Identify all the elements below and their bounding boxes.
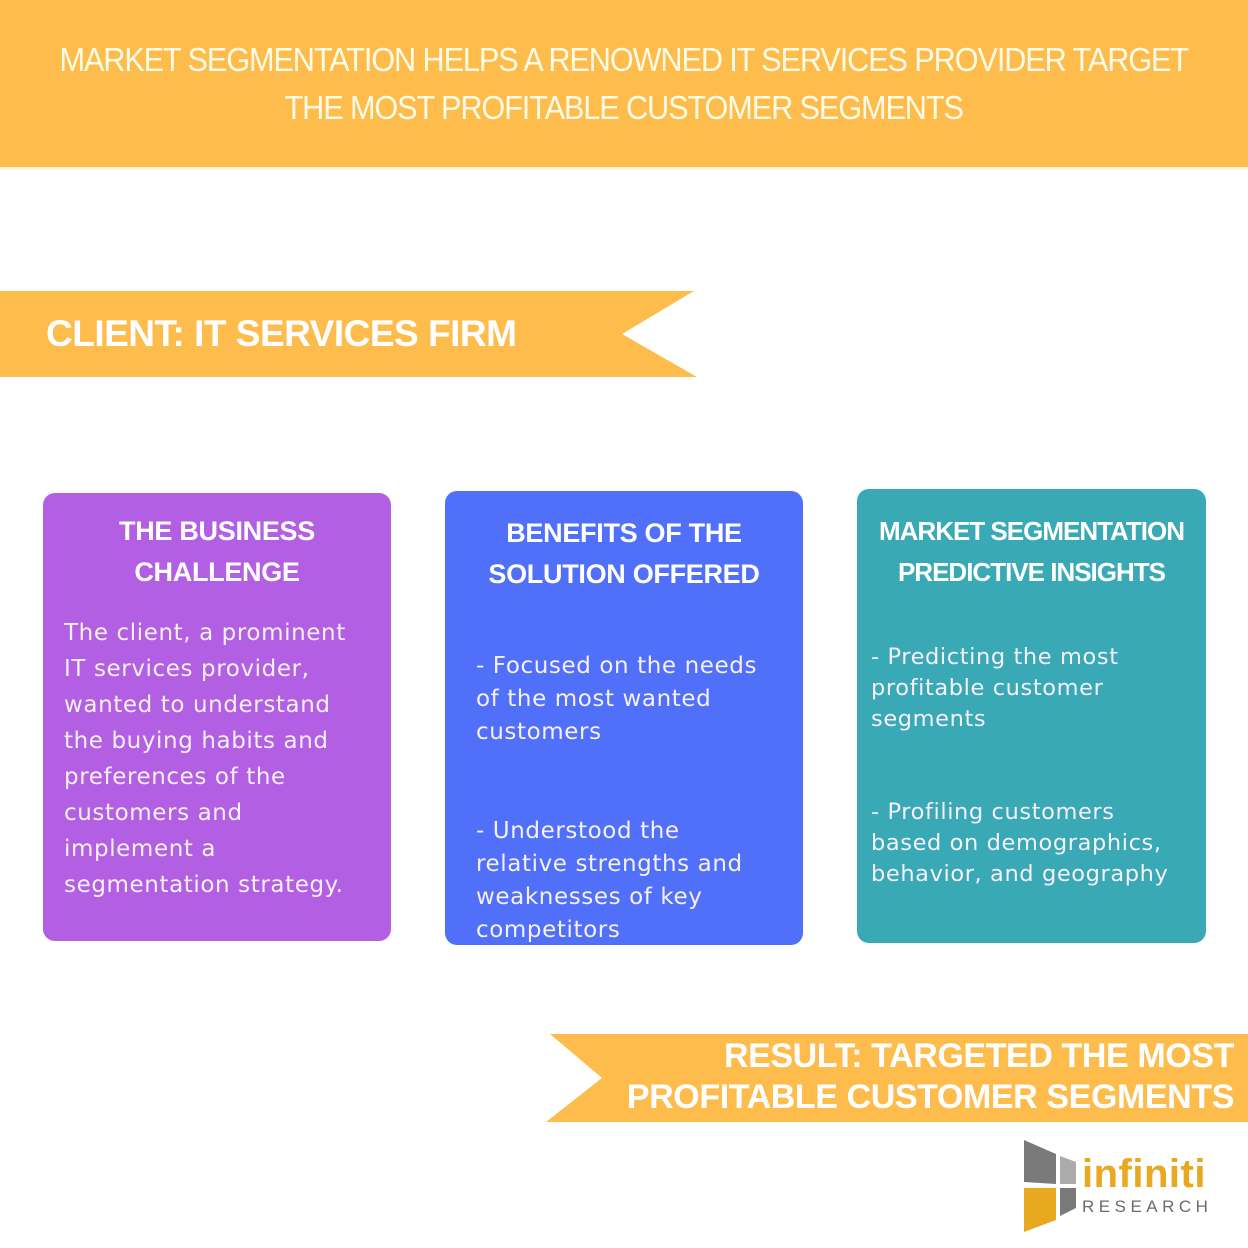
ribbon-shape <box>546 1034 1248 1122</box>
card-title-line-1: BENEFITS OF THE <box>506 518 742 548</box>
logo-brand-text: infiniti <box>1082 1152 1206 1196</box>
result-label: RESULT: TARGETED THE MOST PROFITABLE CUS… <box>626 1036 1235 1118</box>
bullet-point: - Focused on the needs of the most wante… <box>476 653 758 745</box>
bullet-point: - Understood the relative strengths and … <box>476 818 743 943</box>
page-title-line-2: THE MOST PROFITABLE CUSTOMER SEGMENTS <box>284 88 964 126</box>
page-title-line-1: MARKET SEGMENTATION HELPS A RENOWNED IT … <box>59 40 1190 78</box>
predictive-insights-card: MARKET SEGMENTATION PREDICTIVE INSIGHTS … <box>857 489 1206 943</box>
card-body: - Focused on the needs of the most wante… <box>476 617 803 980</box>
result-label-line-1: RESULT: TARGETED THE MOST <box>723 1037 1234 1075</box>
card-title-line-1: MARKET SEGMENTATION <box>878 516 1185 546</box>
infiniti-research-logo: infiniti RESEARCH <box>1018 1136 1218 1232</box>
card-title-line-2: PREDICTIVE INSIGHTS <box>897 557 1166 587</box>
card-title: BENEFITS OF THE SOLUTION OFFERED <box>445 513 803 595</box>
result-ribbon: RESULT: TARGETED THE MOST PROFITABLE CUS… <box>546 1034 1248 1122</box>
bullet-point: - Profiling customers based on demograph… <box>871 799 1169 887</box>
card-title: MARKET SEGMENTATION PREDICTIVE INSIGHTS <box>857 511 1206 593</box>
ribbon-shape <box>0 291 697 377</box>
page-header-banner: MARKET SEGMENTATION HELPS A RENOWNED IT … <box>0 0 1248 167</box>
client-label: CLIENT: IT SERVICES FIRM <box>46 313 517 354</box>
business-challenge-card: THE BUSINESS CHALLENGE The client, a pro… <box>43 493 391 941</box>
bullet-point: - Predicting the most profitable custome… <box>871 644 1119 732</box>
client-ribbon: CLIENT: IT SERVICES FIRM <box>0 291 697 377</box>
card-body: The client, a prominent IT services prov… <box>64 620 346 898</box>
card-title-line-2: SOLUTION OFFERED <box>488 559 760 589</box>
result-label-line-2: PROFITABLE CUSTOMER SEGMENTS <box>626 1078 1235 1116</box>
card-body: - Predicting the most profitable custome… <box>871 611 1206 921</box>
logo-window-icon <box>1024 1140 1076 1232</box>
card-title: THE BUSINESS CHALLENGE <box>43 511 391 593</box>
solution-benefits-card: BENEFITS OF THE SOLUTION OFFERED - Focus… <box>445 491 803 945</box>
card-title-line-2: CHALLENGE <box>134 557 300 587</box>
card-title-line-1: THE BUSINESS <box>119 516 315 546</box>
header-divider <box>0 167 1248 170</box>
logo-sub-text: RESEARCH <box>1082 1197 1213 1216</box>
